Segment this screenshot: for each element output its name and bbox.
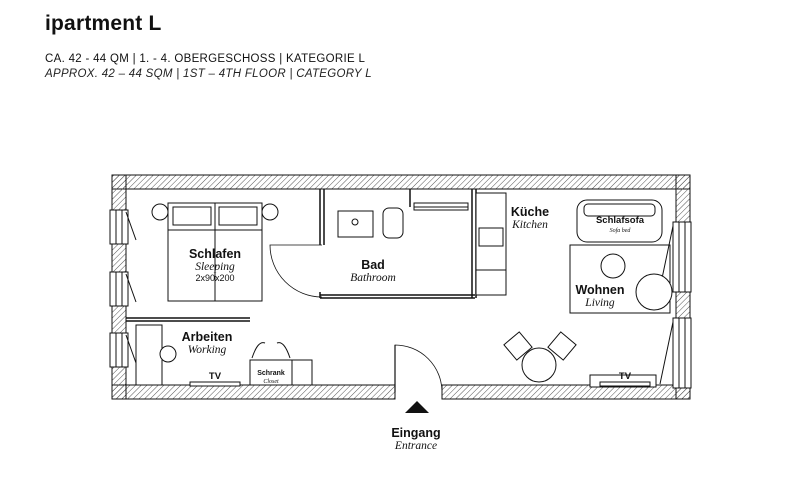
sleeping-door	[269, 244, 323, 298]
sleeping-label-de: Schlafen	[188, 247, 242, 261]
bathroom-fixtures	[337, 202, 469, 239]
kitchen-label-en: Kitchen	[512, 219, 548, 231]
closet-label-en: Closet	[263, 379, 279, 385]
right-windows	[659, 221, 692, 389]
sofa-bed-label-de: Schlafsofa	[595, 215, 645, 226]
dining-set	[503, 331, 577, 383]
subtitle-german: CA. 42 - 44 QM | 1. - 4. OBERGESCHOSS | …	[45, 53, 366, 65]
page-title: ipartment L	[45, 12, 162, 35]
tv-units	[189, 374, 657, 388]
kitchen-counter	[475, 192, 507, 296]
entrance-arrow-icon	[405, 401, 429, 413]
working-label-de: Arbeiten	[181, 330, 233, 344]
living-furniture	[569, 244, 673, 314]
entrance-door	[394, 344, 443, 393]
kitchen-label-de: Küche	[510, 205, 550, 219]
tv-label-living: TV	[618, 371, 632, 382]
bathroom-label-de: Bad	[361, 258, 385, 272]
closet-label-de: Schrank	[257, 370, 285, 377]
living-label-de: Wohnen	[575, 283, 625, 297]
subtitle-english: APPROX. 42 – 44 SQM | 1ST – 4TH FLOOR | …	[45, 68, 372, 80]
sofa-bed	[576, 199, 663, 243]
bathroom-label-en: Bathroom	[350, 272, 396, 284]
working-desk	[135, 324, 177, 386]
working-label-en: Working	[187, 344, 227, 356]
sofa-bed-label-en: Sofa bed	[609, 228, 631, 234]
double-bed	[151, 202, 279, 302]
sleeping-label-en: Sleeping	[195, 261, 235, 273]
left-windows	[109, 209, 137, 368]
entrance-label-de: Eingang	[391, 426, 441, 440]
entrance-label-en: Entrance	[394, 440, 438, 452]
living-label-en: Living	[585, 297, 615, 309]
closet	[249, 342, 313, 386]
tv-label-working: TV	[208, 371, 222, 382]
bed-size-label: 2x90x200	[195, 273, 235, 283]
